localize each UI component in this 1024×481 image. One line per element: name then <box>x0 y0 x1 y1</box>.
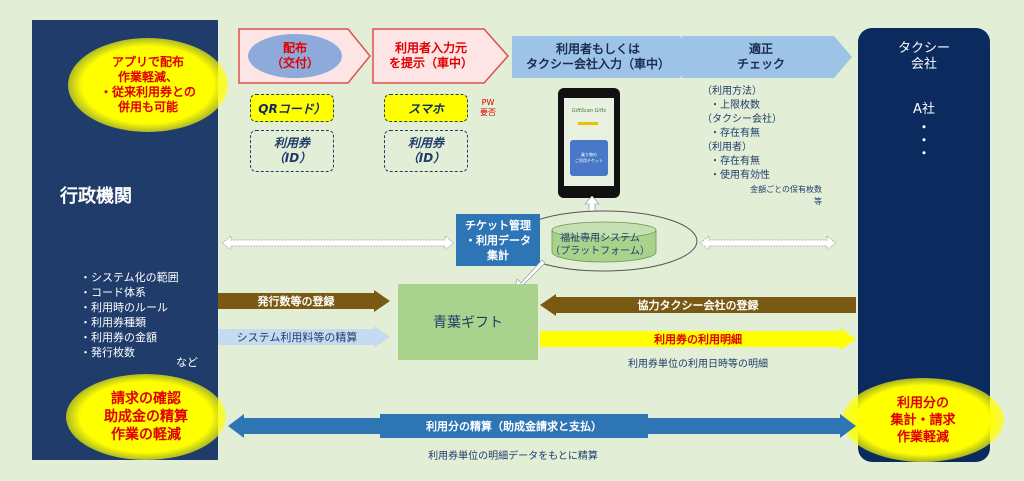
bullet-item: ・システム化の範囲 <box>80 271 179 284</box>
step-label-4: 適正 チェック <box>736 42 785 71</box>
step-arrow-3 <box>512 36 698 78</box>
bullet-item: ・利用券の金額 <box>80 331 157 344</box>
check-limit: ・上限枚数 <box>710 100 760 111</box>
pw-note: PW 要否 <box>480 98 496 117</box>
step-arrow-2 <box>372 28 510 84</box>
step-label-2: 利用者入力元 を提示（車中） <box>388 41 473 70</box>
system-fee-label: システム利用料等の精算 <box>236 331 358 344</box>
right-dashed-double-arrow <box>700 236 836 250</box>
usage-details-arrow <box>540 328 856 350</box>
usage-details-label: 利用券の利用明細 <box>654 333 742 346</box>
distribution-oval: 配布 （交付） <box>248 34 342 78</box>
phone-brand: GiftScan Gifts <box>571 108 607 114</box>
platform-label: 福祉専用システム （プラットフォーム） <box>550 233 650 257</box>
check-user: （利用者） <box>702 142 752 153</box>
taxi-company: A社 <box>913 101 935 117</box>
bullet-item: ・利用券種類 <box>80 316 146 329</box>
smartphone-box: スマホ <box>384 94 468 122</box>
check-usage-method: （利用方法） <box>702 86 762 97</box>
step-label-3: 利用者もしくは タクシー会社入力（車中） <box>525 42 670 71</box>
aoba-gift-box: 青葉ギフト <box>398 284 538 360</box>
system-fee-arrow <box>218 326 390 348</box>
ticket-id-box-1: 利用券 （ID） <box>250 130 334 172</box>
bullet-item: ・コード体系 <box>80 286 146 299</box>
issue-registration-arrow <box>218 290 390 312</box>
taxi-bottom-note: 利用分の 集計・請求 作業軽減 <box>842 378 1004 462</box>
bullet-item: ・発行枚数 <box>80 346 135 359</box>
settlement-label: 利用分の精算（助成金請求と支払） <box>380 414 648 438</box>
check-per-amount: 金額ごとの保有枚数 等 <box>750 185 822 206</box>
admin-bullets: ・システム化の範囲 ・コード体系 ・利用時のルール ・利用券種類 ・利用券の金額… <box>80 270 179 360</box>
bullets-suffix: など <box>176 356 198 369</box>
phone-card: 乗り物の ご利用チケット <box>570 140 608 176</box>
left-dashed-double-arrow <box>222 236 454 250</box>
admin-bottom-note: 請求の確認 助成金の精算 作業の軽減 <box>66 374 226 460</box>
ticket-id-box-2: 利用券 （ID） <box>384 130 468 172</box>
step-arrow-4 <box>682 36 852 78</box>
settlement-sub: 利用券単位の明細データをもとに精算 <box>428 450 598 462</box>
platform-cylinder <box>510 210 698 272</box>
partner-registration-arrow <box>540 294 856 316</box>
bullet-item: ・利用時のルール <box>80 301 168 314</box>
check-exists-2: ・存在有無 <box>710 156 760 167</box>
check-taxi-company: （タクシー会社） <box>702 114 782 125</box>
phone-yellow-bar <box>578 122 598 125</box>
taxi-title: タクシー 会社 <box>897 41 950 72</box>
check-exists-1: ・存在有無 <box>710 128 760 139</box>
issue-registration-label: 発行数等の登録 <box>257 295 335 308</box>
qr-code-box: QRコード） <box>250 94 334 122</box>
check-list: （利用方法） ・上限枚数 （タクシー会社） ・存在有無 （利用者） ・存在有無 … <box>702 85 782 183</box>
partner-registration-label: 協力タクシー会社の登録 <box>637 299 759 312</box>
admin-title: 行政機関 <box>60 186 132 207</box>
admin-top-note: アプリで配布 作業軽減、 ・従来利用券との 併用も可能 <box>68 38 228 132</box>
ticket-mgmt-box: チケット管理 ・利用データ 集計 <box>456 214 540 266</box>
usage-details-sub: 利用券単位の利用日時等の明細 <box>628 358 768 370</box>
check-validity: ・使用有効性 <box>710 170 770 181</box>
taxi-dots: ・ ・ ・ <box>917 119 930 160</box>
